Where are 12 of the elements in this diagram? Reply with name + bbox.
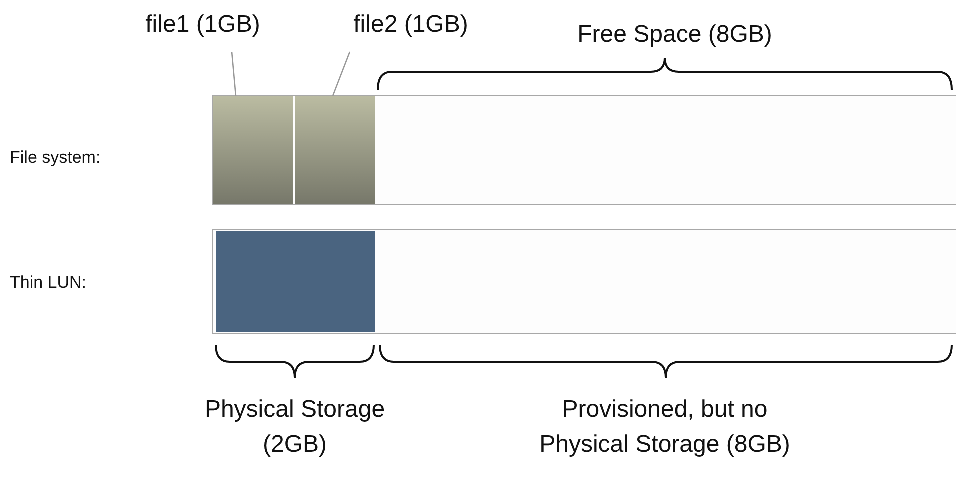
file-block xyxy=(295,96,375,204)
brace-label: Free Space (8GB) xyxy=(576,20,774,50)
file-label: file1 (1GB) xyxy=(118,8,288,43)
physical-storage-block xyxy=(216,231,375,332)
file-label: file2 (1GB) xyxy=(326,8,496,43)
row-label: Thin LUN: xyxy=(10,272,88,294)
row-label: File system: xyxy=(10,147,102,169)
leader-line xyxy=(332,52,351,96)
brace-label: Provisioned, but no Physical Storage (8GB) xyxy=(538,395,792,460)
leader-line xyxy=(231,52,237,96)
file-block xyxy=(213,96,293,204)
brace-label: Physical Storage (2GB) xyxy=(204,395,386,460)
